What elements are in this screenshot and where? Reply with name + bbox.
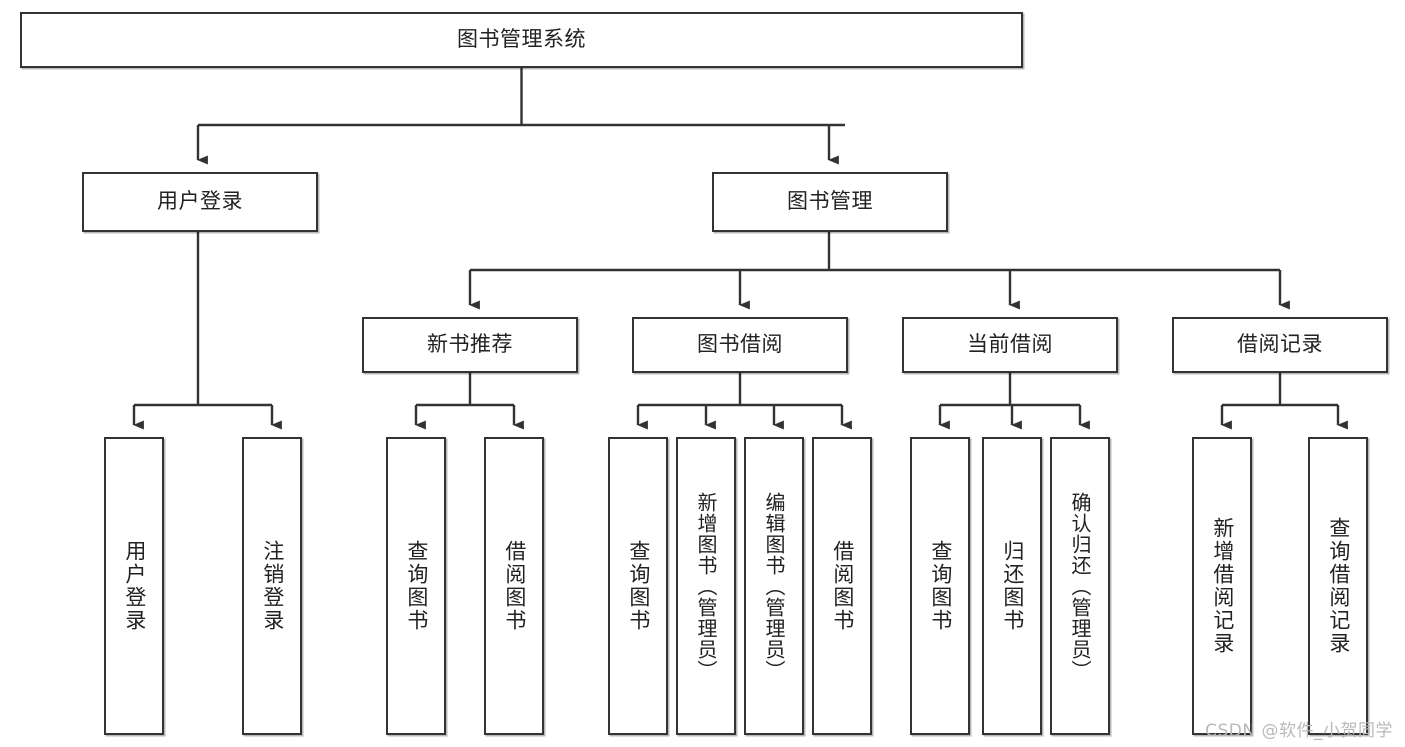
edge-borrow-record-group	[1220, 373, 1348, 430]
node-leaf-user-logout-label: 注销登录	[260, 540, 285, 632]
node-leaf-confirm-return-label: 确认归还（管理员）	[1068, 491, 1092, 681]
node-leaf-confirm-return[interactable]: 确认归还（管理员）	[1050, 437, 1110, 735]
node-leaf-add-book-label: 新增图书（管理员）	[694, 491, 718, 681]
node-leaf-query-book-3[interactable]: 查询图书	[910, 437, 970, 735]
node-current-borrow[interactable]: 当前借阅	[902, 317, 1118, 373]
node-leaf-return-book-label: 归还图书	[1000, 540, 1025, 632]
node-new-book-rec-label: 新书推荐	[427, 332, 513, 357]
edge-new-book-rec-group	[414, 373, 524, 430]
edge-book-borrow-group	[636, 373, 852, 430]
node-borrow-record[interactable]: 借阅记录	[1172, 317, 1388, 373]
node-book-manage-label: 图书管理	[787, 189, 873, 214]
node-leaf-user-login-label: 用户登录	[122, 540, 147, 632]
node-root[interactable]: 图书管理系统	[20, 12, 1023, 68]
node-leaf-query-book-2[interactable]: 查询图书	[608, 437, 668, 735]
node-leaf-return-book[interactable]: 归还图书	[982, 437, 1042, 735]
node-leaf-add-book[interactable]: 新增图书（管理员）	[676, 437, 736, 735]
node-leaf-query-record[interactable]: 查询借阅记录	[1308, 437, 1368, 735]
node-leaf-borrow-book-2[interactable]: 借阅图书	[812, 437, 872, 735]
node-leaf-borrow-book-1[interactable]: 借阅图书	[484, 437, 544, 735]
node-book-borrow[interactable]: 图书借阅	[632, 317, 848, 373]
node-book-borrow-label: 图书借阅	[697, 332, 783, 357]
node-leaf-user-login[interactable]: 用户登录	[104, 437, 164, 735]
node-leaf-query-book-3-label: 查询图书	[928, 540, 953, 632]
node-leaf-user-logout[interactable]: 注销登录	[242, 437, 302, 735]
node-leaf-query-book-1-label: 查询图书	[404, 540, 429, 632]
node-root-label: 图书管理系统	[457, 27, 586, 52]
node-borrow-record-label: 借阅记录	[1237, 332, 1323, 357]
node-leaf-borrow-book-1-label: 借阅图书	[502, 540, 527, 632]
node-current-borrow-label: 当前借阅	[967, 332, 1053, 357]
node-book-manage[interactable]: 图书管理	[712, 172, 948, 232]
node-leaf-edit-book[interactable]: 编辑图书（管理员）	[744, 437, 804, 735]
node-leaf-add-record[interactable]: 新增借阅记录	[1192, 437, 1252, 735]
edge-user-login-group	[132, 232, 282, 430]
edge-current-borrow-group	[938, 373, 1090, 430]
node-new-book-rec[interactable]: 新书推荐	[362, 317, 578, 373]
node-user-login-label: 用户登录	[157, 189, 243, 214]
edge-root-group	[196, 68, 845, 165]
node-user-login[interactable]: 用户登录	[82, 172, 318, 232]
node-leaf-query-record-label: 查询借阅记录	[1326, 517, 1351, 655]
node-leaf-query-book-1[interactable]: 查询图书	[386, 437, 446, 735]
node-leaf-borrow-book-2-label: 借阅图书	[830, 540, 855, 632]
node-leaf-add-record-label: 新增借阅记录	[1210, 517, 1235, 655]
node-leaf-edit-book-label: 编辑图书（管理员）	[762, 491, 786, 681]
node-leaf-query-book-2-label: 查询图书	[626, 540, 651, 632]
edge-book-manage-group	[468, 232, 1290, 310]
csdn-watermark: CSDN @软件_小贺同学	[1205, 721, 1393, 741]
